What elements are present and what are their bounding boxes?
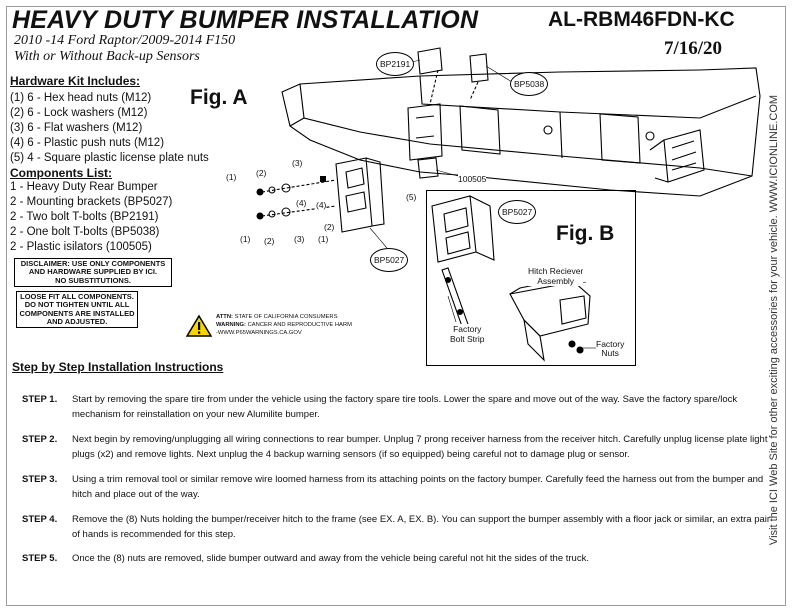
step-label: STEP 5. xyxy=(22,553,58,564)
loose-fit-line: AND ADJUSTED. xyxy=(46,316,108,326)
step-label: STEP 4. xyxy=(22,514,58,525)
callout-lock-washer: (2) xyxy=(264,236,275,246)
hitch-label-line: Hitch Reciever xyxy=(528,266,584,276)
callout-bp5038: BP5038 xyxy=(510,72,549,96)
steps-heading: Step by Step Installation Instructions xyxy=(12,360,224,374)
component-item: 2 - Plastic isilators (100505) xyxy=(10,241,152,253)
callout-flat-washer: (3) xyxy=(292,158,303,168)
prop65-warning: ATTN: STATE OF CALIFORNIA CONSUMERS WARN… xyxy=(185,314,386,344)
warning-text: CANCER AND REPRODUCTIVE HARM xyxy=(247,321,352,328)
hardware-item: (2) 6 - Lock washers (M12) xyxy=(10,107,148,119)
bolt-strip-label-line: Bolt Strip xyxy=(450,334,485,345)
part-number: AL-RBM46FDN-KC xyxy=(548,8,735,31)
sensor-note: With or Without Back-up Sensors xyxy=(14,49,200,64)
component-item: 2 - Two bolt T-bolts (BP2191) xyxy=(10,211,159,223)
callout-plate-nut: (5) xyxy=(406,192,417,202)
step-label: STEP 3. xyxy=(22,474,58,485)
callout-hitch-receiver: Hitch Reciever Assembly xyxy=(528,266,584,287)
callout-factory-nuts: Factory Nuts xyxy=(596,339,625,359)
hardware-kit-heading: Hardware Kit Includes: xyxy=(10,74,141,88)
disclaimer-line: NO SUBSTITUTIONS. xyxy=(55,275,131,285)
figure-b-box xyxy=(426,190,636,366)
warning-triangle-icon xyxy=(185,314,213,337)
loose-fit-line: LOOSE FIT ALL COMPONENTS. xyxy=(20,292,134,301)
document-date: 7/16/20 xyxy=(664,38,723,59)
vehicle-fitment: 2010 -14 Ford Raptor/2009-2014 F150 xyxy=(14,33,236,48)
loose-fit-line: DO NOT TIGHTEN UNTIL ALL xyxy=(24,300,130,310)
callout-isolator: 100505 xyxy=(458,174,487,184)
warning-attn-label: ATTN: xyxy=(216,314,233,320)
figure-a-label: Fig. A xyxy=(190,86,248,109)
callout-bolt-strip: Factory Bolt Strip xyxy=(450,324,485,345)
disclaimer-line: AND HARDWARE SUPPLIED BY ICI. xyxy=(28,267,158,277)
warning-label: WARNING: xyxy=(216,321,246,328)
callout-bp2191: BP2191 xyxy=(376,52,415,76)
hardware-item: (5) 4 - Square plastic license plate nut… xyxy=(10,152,209,164)
hardware-item: (1) 6 - Hex head nuts (M12) xyxy=(10,92,152,104)
callout-push-nut: (4) xyxy=(296,198,307,208)
factory-nuts-label-line: Factory xyxy=(596,339,625,349)
callout-bp5027-b: BP5027 xyxy=(498,200,537,224)
component-item: 1 - Heavy Duty Rear Bumper xyxy=(10,181,158,193)
factory-nuts-label-line: Nuts xyxy=(601,348,619,359)
warning-url: -WWW.P65WARNINGS.CA.GOV xyxy=(216,329,302,336)
hardware-item: (3) 6 - Flat washers (M12) xyxy=(10,122,143,134)
callout-hex-nut: (1) xyxy=(226,172,237,182)
callout-bp5027-a: BP5027 xyxy=(370,248,409,272)
component-item: 2 - One bolt T-bolts (BP5038) xyxy=(10,226,160,238)
warning-attn-text: STATE OF CALIFORNIA CONSUMERS xyxy=(234,314,338,320)
callout-hex-nut: (1) xyxy=(318,234,329,244)
component-item: 2 - Mounting brackets (BP5027) xyxy=(10,196,173,208)
disclaimer-box: DISCLAIMER: USE ONLY COMPONENTS AND HARD… xyxy=(14,258,172,287)
components-heading: Components List: xyxy=(10,166,112,180)
page-title: HEAVY DUTY BUMPER INSTALLATION xyxy=(12,6,479,34)
bolt-strip-label-line: Factory xyxy=(453,324,482,334)
loose-fit-line: COMPONENTS ARE INSTALLED xyxy=(19,308,135,318)
step-text: Once the (8) nuts are removed, slide bum… xyxy=(72,553,589,564)
callout-lock-washer: (2) xyxy=(256,168,267,178)
step-label: STEP 2. xyxy=(22,434,58,445)
callout-lock-washer: (2) xyxy=(324,222,335,232)
figure-b-label: Fig. B xyxy=(556,222,615,245)
step-label: STEP 1. xyxy=(22,394,58,405)
step-text: Remove the (8) Nuts holding the bumper/r… xyxy=(72,514,771,540)
hitch-label-line: Assembly xyxy=(537,276,575,287)
callout-push-nut: (4) xyxy=(316,200,327,210)
page-border xyxy=(6,6,786,606)
step-text: Start by removing the spare tire from un… xyxy=(72,394,738,420)
disclaimer-line: DISCLAIMER: USE ONLY COMPONENTS xyxy=(20,259,166,268)
loose-fit-box: LOOSE FIT ALL COMPONENTS. DO NOT TIGHTEN… xyxy=(16,291,138,328)
callout-flat-washer: (3) xyxy=(294,234,305,244)
hardware-item: (4) 6 - Plastic push nuts (M12) xyxy=(10,137,165,149)
step-text: Next begin by removing/unplugging all wi… xyxy=(72,434,768,460)
step-text: Using a trim removal tool or similar rem… xyxy=(72,474,764,500)
callout-hex-nut: (1) xyxy=(240,234,251,244)
